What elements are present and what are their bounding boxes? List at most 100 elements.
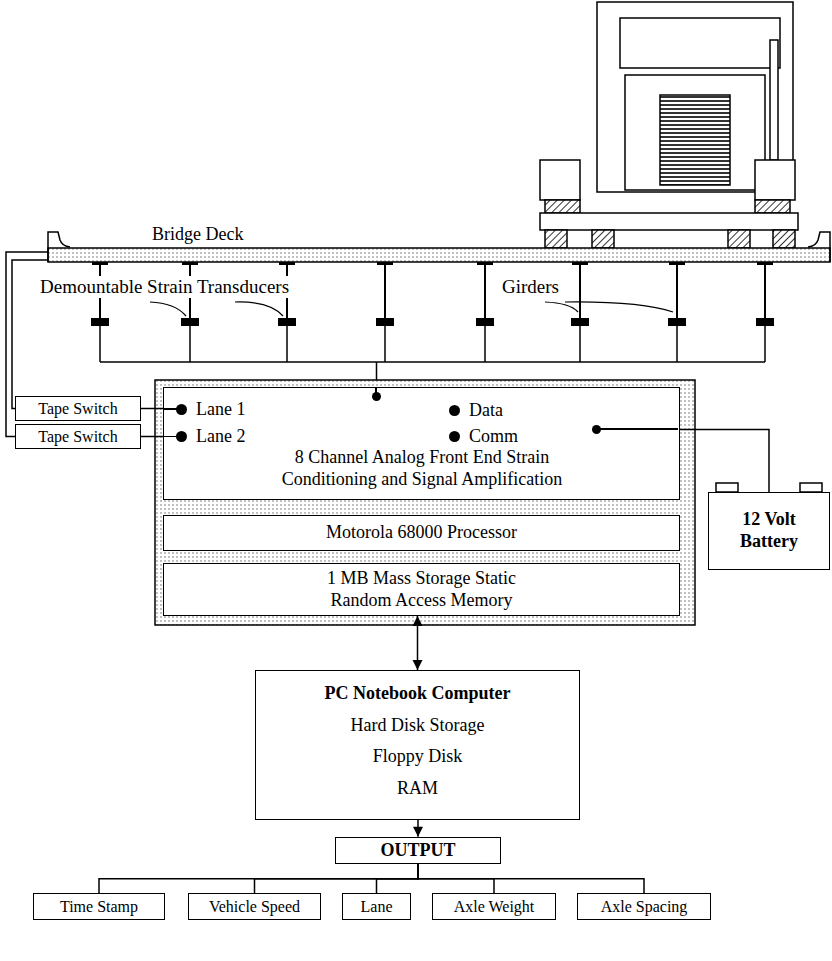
connector-line	[141, 436, 163, 438]
strain-transducer	[91, 318, 109, 326]
switch-box: Tape Switch	[15, 396, 141, 421]
strain-transducer	[376, 318, 394, 326]
girder-flange	[377, 262, 393, 265]
output-item-box: Axle Spacing	[577, 893, 711, 920]
girder-flange	[669, 262, 685, 265]
box-text: Axle Spacing	[601, 897, 688, 916]
part-label: Demountable Strain Transducers	[38, 276, 291, 298]
deck-barrier	[808, 232, 830, 262]
truck-drawing	[540, 2, 798, 248]
arrow-head	[413, 827, 423, 837]
strain-wire	[484, 326, 486, 362]
box-text: Tape Switch	[38, 399, 117, 418]
connector	[99, 864, 418, 893]
connector	[141, 436, 163, 437]
switch-box: Tape Switch	[15, 424, 141, 449]
strain-transducer	[278, 318, 296, 326]
terminal-dot	[176, 404, 187, 415]
strain-wire	[384, 326, 386, 362]
terminal-dot	[449, 405, 460, 416]
connector	[141, 408, 163, 409]
terminal-dot	[449, 431, 460, 442]
terminal-dot	[592, 425, 601, 434]
girder-web	[676, 265, 678, 318]
terminal-dot	[372, 392, 381, 401]
strain-wire	[579, 326, 581, 362]
leader-line	[150, 302, 186, 316]
connector-line	[680, 430, 769, 493]
truck-drawing	[540, 213, 798, 230]
battery-box: 12 Volt Battery	[708, 492, 830, 570]
strain-transducer	[668, 318, 686, 326]
leader-line	[545, 302, 578, 312]
arrow-head	[413, 660, 423, 670]
box-text: Hard Disk Storage	[351, 715, 485, 737]
truck-drawing	[770, 40, 778, 160]
box-text: Lane 1	[196, 398, 245, 420]
truck-drawing	[540, 160, 580, 200]
logger-housing	[155, 380, 695, 625]
connector-line	[418, 864, 644, 893]
truck-drawing	[660, 95, 730, 185]
part-label: Girders	[500, 276, 561, 298]
girder-flange	[92, 262, 108, 265]
box-text: Tape Switch	[38, 427, 117, 446]
girder-flange	[572, 262, 588, 265]
box-text: Floppy Disk	[373, 746, 463, 768]
box-text: Vehicle Speed	[209, 897, 300, 916]
strain-wire	[676, 326, 678, 362]
girder-web	[579, 265, 581, 318]
box-text: 12 Volt Battery	[740, 509, 798, 552]
output-item-box: Time Stamp	[33, 893, 165, 920]
truck-drawing	[620, 18, 780, 68]
box-text: Data	[469, 399, 503, 421]
strain-wire	[99, 326, 101, 362]
leader-line	[565, 302, 673, 312]
connector	[418, 864, 644, 893]
box-text: RAM	[397, 778, 438, 800]
part-label: Bridge Deck	[150, 224, 245, 245]
girder-flange	[182, 262, 198, 265]
strain-wire	[764, 326, 766, 362]
girder-flange	[757, 262, 773, 265]
front-end-box: Lane 1Lane 2DataComm8 Channel Analog Fro…	[163, 387, 680, 500]
girder-web	[484, 265, 486, 318]
output-item-box: Axle Weight	[432, 893, 556, 920]
arrow-head	[413, 616, 423, 626]
connector-line	[255, 864, 419, 893]
processor-box: Motorola 68000 Processor	[163, 515, 680, 551]
output-item-box: Lane	[342, 893, 411, 920]
leader-line	[235, 302, 283, 316]
box-text: Motorola 68000 Processor	[326, 522, 517, 544]
girder-web	[764, 265, 766, 318]
strain-wire	[286, 326, 288, 362]
strain-transducer	[756, 318, 774, 326]
truck-drawing	[755, 160, 795, 200]
truck-drawing	[728, 230, 750, 248]
truck-drawing	[592, 230, 614, 248]
girder-flange	[279, 262, 295, 265]
leader-line	[150, 302, 673, 316]
strain-wire	[189, 326, 191, 362]
battery-terminal	[800, 483, 822, 492]
connector	[377, 864, 419, 893]
strain-transducer	[571, 318, 589, 326]
truck-drawing	[755, 200, 790, 213]
truck-drawing	[625, 75, 765, 190]
box-text: OUTPUT	[380, 840, 455, 862]
connector-line	[99, 864, 418, 893]
connector	[413, 616, 423, 670]
connector	[413, 820, 423, 837]
box-text: Lane	[361, 897, 393, 916]
box-text: 1 MB Mass Storage Static Random Access M…	[304, 568, 539, 611]
terminal-dot	[176, 431, 187, 442]
box-text: Axle Weight	[454, 897, 535, 916]
strain-transducer	[181, 318, 199, 326]
connector-line	[141, 408, 163, 410]
output-box: OUTPUT	[335, 837, 501, 865]
girder-flange	[477, 262, 493, 265]
output-item-box: Vehicle Speed	[188, 893, 321, 920]
connector	[680, 430, 769, 493]
box-text: 8 Channel Analog Front End Strain Condit…	[252, 446, 592, 490]
